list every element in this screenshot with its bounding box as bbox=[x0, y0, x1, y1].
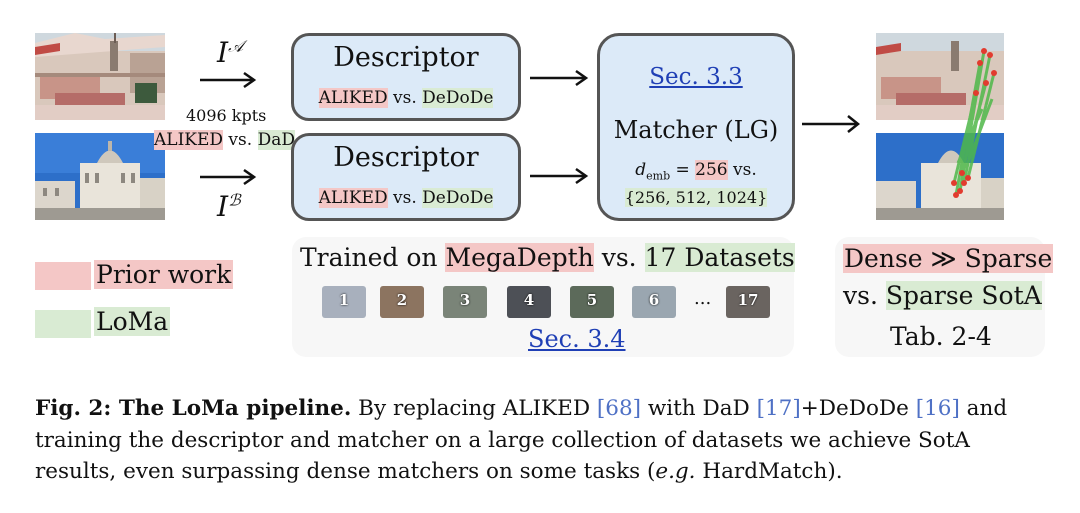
kpts-aliked: ALIKED bbox=[154, 130, 224, 150]
descriptor-bottom-title: Descriptor bbox=[333, 142, 479, 173]
input-a-label: I𝒜 bbox=[217, 36, 244, 69]
training-megadepth: MegaDepth bbox=[445, 243, 594, 272]
legend-prior-swatch bbox=[35, 262, 91, 290]
matcher-box: Sec. 3.3 Matcher (LG) demb = 256 vs. {25… bbox=[597, 33, 795, 221]
cite-16[interactable]: [16] bbox=[915, 396, 960, 421]
arrow-descriptor-bottom-to-matcher bbox=[530, 167, 589, 185]
arrow-input-b bbox=[200, 168, 257, 186]
input-b-label: Iℬ bbox=[217, 190, 241, 223]
kpts-label: 4096 kpts bbox=[186, 106, 267, 125]
matcher-embedding-dim: demb = 256 vs. bbox=[635, 160, 757, 183]
training-heading: Trained on MegaDepth vs. 17 Datasets bbox=[300, 243, 795, 272]
matcher-section-link[interactable]: Sec. 3.3 bbox=[649, 64, 743, 90]
arrow-input-a bbox=[200, 71, 257, 89]
matcher-embedding-set: {256, 512, 1024} bbox=[624, 188, 768, 207]
matcher-title: Matcher (LG) bbox=[613, 116, 779, 144]
arrow-matcher-to-output bbox=[802, 115, 861, 133]
descriptor-top-box: Descriptor ALIKED vs. DeDoDe bbox=[291, 33, 521, 121]
results-table-ref: Tab. 2-4 bbox=[890, 322, 992, 351]
descriptor-top-title: Descriptor bbox=[333, 42, 479, 73]
caption-label: Fig. 2: The LoMa pipeline. bbox=[35, 396, 352, 421]
training-17-datasets: 17 Datasets bbox=[644, 243, 795, 272]
dataset-thumb-17: 17 bbox=[726, 286, 770, 318]
results-dense-vs-sparse: Dense ≫ Sparse bbox=[843, 244, 1054, 273]
training-section-link[interactable]: Sec. 3.4 bbox=[528, 325, 626, 353]
descriptor-bottom-box: Descriptor ALIKED vs. DeDoDe bbox=[291, 133, 521, 221]
results-sparse-sota: vs. Sparse SotA bbox=[843, 281, 1042, 310]
legend-prior-label: Prior work bbox=[94, 260, 234, 289]
dataset-thumb-4: 4 bbox=[507, 286, 551, 318]
descriptor-top-compare: ALIKED vs. DeDoDe bbox=[318, 88, 494, 108]
kpts-dad: DaD bbox=[257, 130, 295, 150]
legend-loma-label: LoMa bbox=[94, 307, 171, 336]
arrow-descriptor-top-to-matcher bbox=[530, 69, 589, 87]
figure-caption: Fig. 2: The LoMa pipeline. By replacing … bbox=[35, 396, 1008, 484]
match-lines bbox=[951, 48, 997, 198]
image-b-cathedral bbox=[35, 133, 165, 220]
cite-68[interactable]: [68] bbox=[596, 396, 642, 421]
kpts-detector-compare: ALIKED vs. DaD bbox=[154, 130, 295, 150]
cite-17[interactable]: [17] bbox=[756, 396, 801, 421]
dataset-ellipsis: ... bbox=[694, 288, 712, 309]
dataset-thumb-1: 1 bbox=[322, 286, 366, 318]
dataset-thumb-5: 5 bbox=[570, 286, 614, 318]
descriptor-bottom-compare: ALIKED vs. DeDoDe bbox=[318, 188, 494, 208]
image-a-terrace bbox=[35, 33, 165, 120]
dataset-thumb-6: 6 bbox=[632, 286, 676, 318]
legend-loma-swatch bbox=[35, 310, 91, 338]
dataset-thumb-2: 2 bbox=[380, 286, 424, 318]
dataset-thumb-3: 3 bbox=[443, 286, 487, 318]
